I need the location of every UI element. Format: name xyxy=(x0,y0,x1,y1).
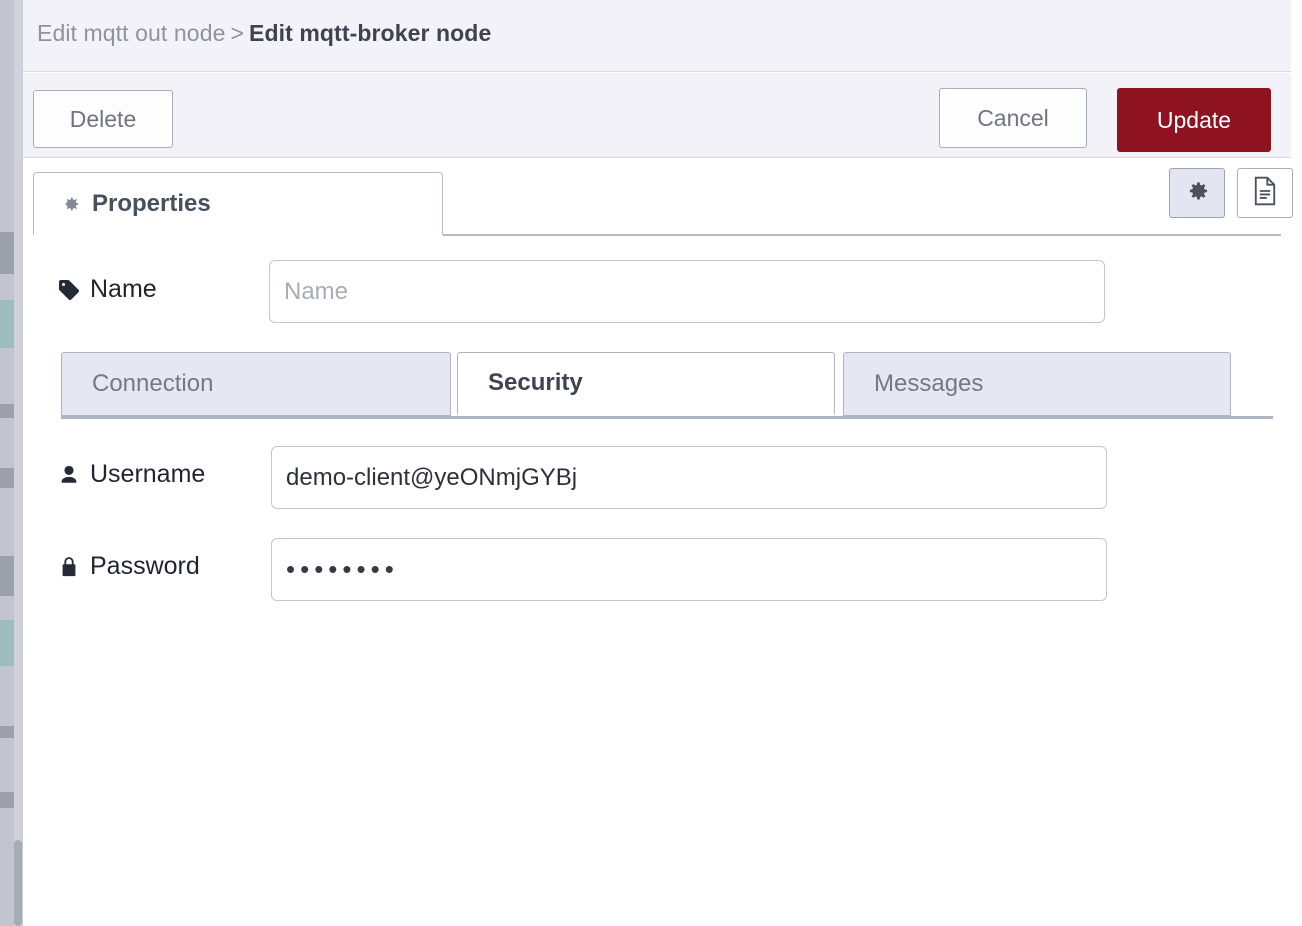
background-node xyxy=(0,792,14,808)
gear-icon xyxy=(1184,178,1210,209)
sub-tab-underline xyxy=(61,416,1273,419)
username-label-text: Username xyxy=(90,460,206,488)
form-row-name: Name xyxy=(23,260,1291,324)
background-node xyxy=(0,232,14,274)
breadcrumb-parent[interactable]: Edit mqtt out node xyxy=(37,20,226,46)
name-input[interactable] xyxy=(269,260,1105,323)
user-icon xyxy=(57,463,81,487)
background-node xyxy=(0,404,14,418)
update-button[interactable]: Update xyxy=(1117,88,1271,152)
form-row-password: Password •••••••• xyxy=(23,538,1291,602)
breadcrumb-current: Edit mqtt-broker node xyxy=(249,20,492,46)
dialog-header: Edit mqtt out node>Edit mqtt-broker node xyxy=(23,0,1291,72)
description-document-button[interactable] xyxy=(1237,168,1293,218)
subtab-security[interactable]: Security xyxy=(457,352,835,416)
sub-tab-bar: Connection Security Messages xyxy=(23,350,1291,420)
subtab-messages[interactable]: Messages xyxy=(843,352,1231,416)
username-input[interactable] xyxy=(271,446,1107,509)
name-label-text: Name xyxy=(90,275,157,303)
tab-properties[interactable]: Properties xyxy=(33,172,443,236)
tab-strip: Properties xyxy=(23,158,1293,236)
background-node xyxy=(0,300,14,348)
subtab-connection[interactable]: Connection xyxy=(61,352,451,416)
lock-icon xyxy=(57,555,81,579)
dialog-body: Name Connection Security Messages xyxy=(23,236,1291,926)
username-label: Username xyxy=(57,460,205,489)
background-node xyxy=(0,556,14,596)
background-scrollbar-track[interactable] xyxy=(14,0,22,926)
breadcrumb: Edit mqtt out node>Edit mqtt-broker node xyxy=(37,20,491,47)
password-input[interactable]: •••••••• xyxy=(271,538,1107,601)
breadcrumb-separator: > xyxy=(230,20,245,46)
delete-button[interactable]: Delete xyxy=(33,90,173,148)
edit-node-dialog: Edit mqtt out node>Edit mqtt-broker node… xyxy=(22,0,1302,926)
background-node xyxy=(0,620,14,666)
name-label: Name xyxy=(57,275,157,304)
background-editor-sliver xyxy=(0,0,22,926)
background-node xyxy=(0,726,14,738)
dialog-toolbar: Delete Cancel Update xyxy=(23,73,1291,158)
password-label-text: Password xyxy=(90,552,200,580)
cancel-button[interactable]: Cancel xyxy=(939,88,1087,148)
gear-icon xyxy=(59,193,81,215)
document-icon xyxy=(1252,176,1278,211)
form-row-username: Username xyxy=(23,446,1291,510)
tab-strip-underline xyxy=(33,234,1281,236)
background-scrollbar-thumb[interactable] xyxy=(14,840,22,926)
password-masked-value: •••••••• xyxy=(286,554,399,584)
password-label: Password xyxy=(57,552,200,581)
settings-gear-button[interactable] xyxy=(1169,168,1225,218)
tab-properties-label: Properties xyxy=(92,189,211,217)
background-node xyxy=(0,468,14,488)
tag-icon xyxy=(57,278,81,302)
background-palette xyxy=(0,0,14,926)
